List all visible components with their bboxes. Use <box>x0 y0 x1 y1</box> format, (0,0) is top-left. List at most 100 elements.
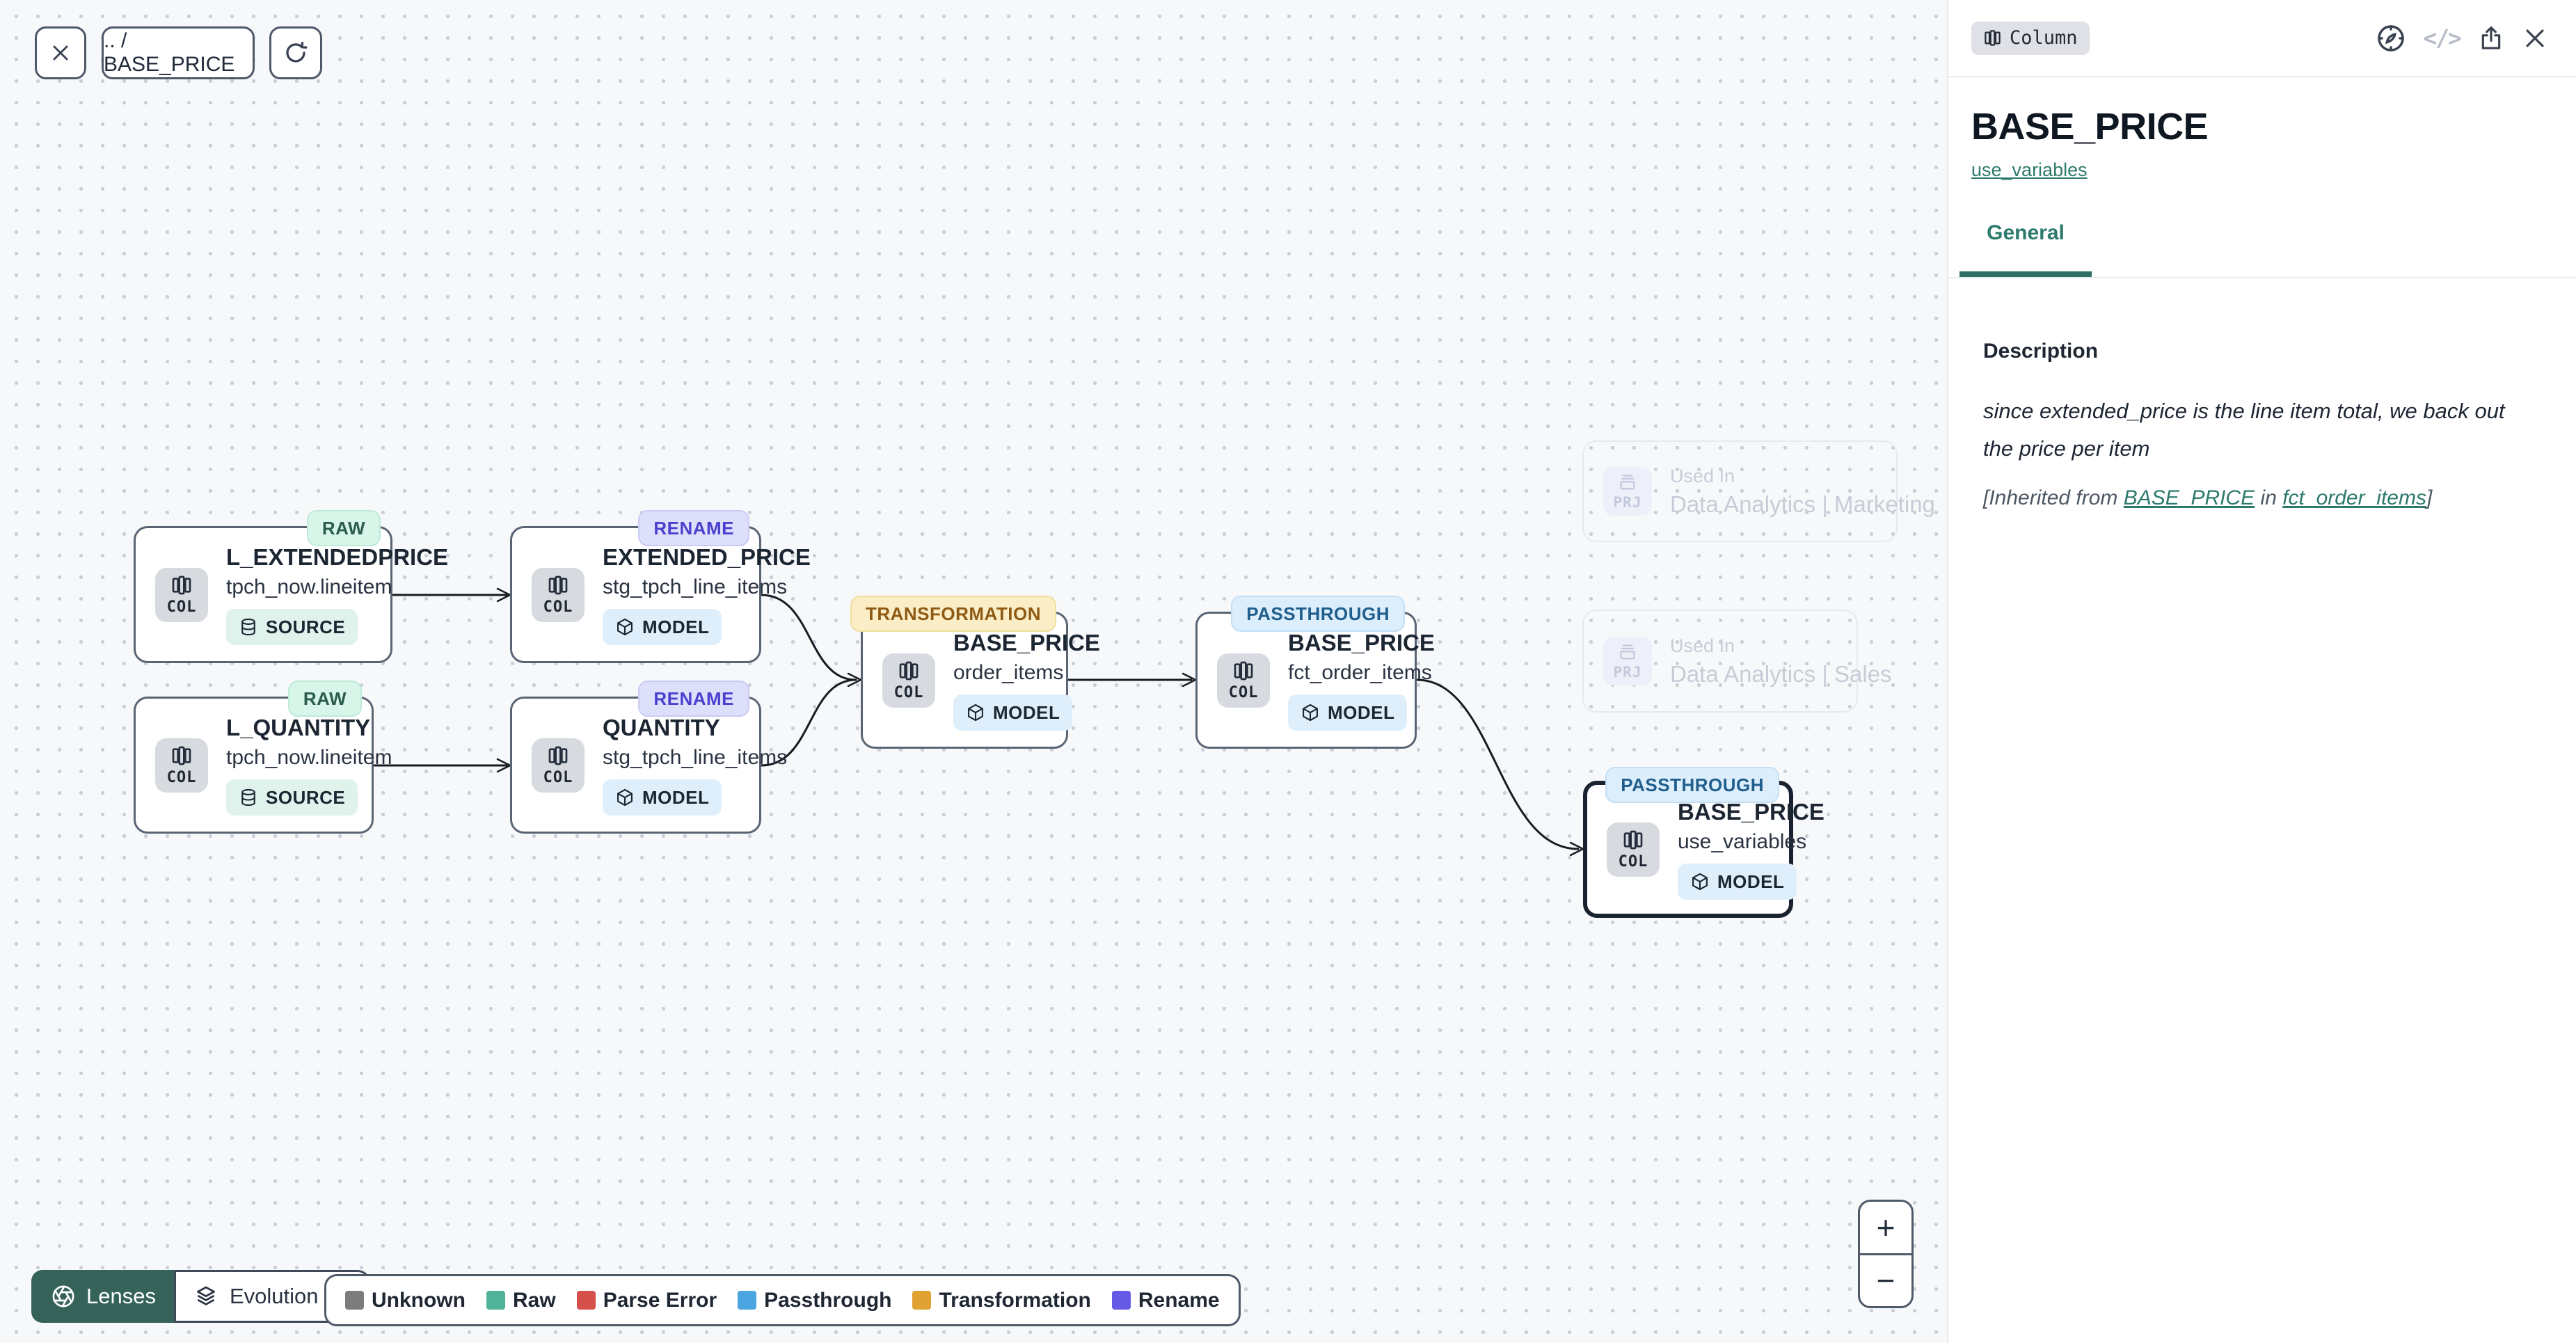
legend-item: Parse Error <box>577 1289 717 1312</box>
close-icon <box>49 41 72 65</box>
zoom-in-button[interactable]: + <box>1860 1202 1911 1255</box>
details-panel: Column </> BASE_PRICE use_variables <box>1947 0 2576 1343</box>
legend-swatch <box>577 1291 596 1310</box>
cube-icon <box>966 703 985 722</box>
column-type-chip: COL <box>532 568 585 622</box>
columns-icon <box>1983 29 2002 47</box>
minus-icon: − <box>1877 1262 1895 1299</box>
node-subtitle: tpch_now.lineitem <box>226 575 392 599</box>
evolution-legend: Unknown Raw Parse Error Passthrough Tran… <box>324 1274 1241 1326</box>
lineage-node-base-price-fct-order-items[interactable]: PASSTHROUGH COL BASE_PRICE fct_order_ite… <box>1195 612 1417 749</box>
legend-swatch <box>486 1291 505 1310</box>
used-in-label: Used In <box>1670 635 1735 657</box>
lineage-node-extended-price[interactable]: RENAME COL EXTENDED_PRICE stg_tpch_line_… <box>510 526 761 663</box>
model-link[interactable]: use_variables <box>1971 159 2088 181</box>
lens-control: Lenses Evolution <box>31 1270 370 1323</box>
close-icon <box>2522 25 2548 51</box>
model-chip: MODEL <box>953 694 1072 731</box>
aperture-icon <box>51 1284 76 1309</box>
legend-item: Raw <box>486 1289 556 1312</box>
legend-item: Passthrough <box>738 1289 891 1312</box>
columns-icon <box>898 660 920 682</box>
lineage-node-quantity[interactable]: RENAME COL QUANTITY stg_tpch_line_items … <box>510 697 761 834</box>
node-title: BASE_PRICE <box>1678 799 1824 825</box>
plus-icon: + <box>1877 1209 1895 1246</box>
lineage-canvas[interactable]: .. / BASE_PRICE RAW COL L_EXTENDEDPRICE … <box>0 0 1947 1343</box>
columns-icon <box>170 745 193 767</box>
legend-swatch <box>1112 1291 1131 1310</box>
source-chip: SOURCE <box>226 779 358 816</box>
lineage-node-base-price-order-items[interactable]: TRANSFORMATION COL BASE_PRICE order_item… <box>861 612 1068 749</box>
node-subtitle: stg_tpch_line_items <box>603 746 787 770</box>
columns-icon <box>547 574 569 596</box>
project-icon <box>1617 642 1638 662</box>
breadcrumb[interactable]: .. / BASE_PRICE <box>102 26 255 79</box>
code-button[interactable]: </> <box>2423 24 2460 51</box>
project-name: Data Analytics | Marketing <box>1670 491 1935 518</box>
lenses-button[interactable]: Lenses <box>31 1270 175 1323</box>
used-in-label: Used In <box>1670 466 1735 487</box>
project-type-chip: PRJ <box>1603 637 1652 685</box>
share-icon <box>2477 24 2505 52</box>
cube-icon <box>1301 703 1320 722</box>
cube-icon <box>1690 872 1710 891</box>
model-chip: MODEL <box>1678 864 1797 900</box>
column-type-chip: COL <box>882 653 935 708</box>
panel-header: Column </> <box>1948 0 2576 77</box>
legend-swatch <box>738 1291 756 1310</box>
ghost-node-used-in-marketing[interactable]: PRJ Used In Data Analytics | Marketing <box>1582 440 1898 542</box>
lenses-label: Lenses <box>86 1284 156 1309</box>
columns-icon <box>547 745 569 767</box>
inherited-column-link[interactable]: BASE_PRICE <box>2124 486 2255 509</box>
panel-actions: </> <box>2376 23 2548 54</box>
ghost-node-used-in-sales[interactable]: PRJ Used In Data Analytics | Sales <box>1582 610 1858 713</box>
node-title: L_EXTENDEDPRICE <box>226 544 448 571</box>
database-icon <box>239 617 258 637</box>
lineage-node-base-price-use-variables[interactable]: PASSTHROUGH COL BASE_PRICE use_variables… <box>1583 781 1793 918</box>
column-type-chip: COL <box>1217 653 1270 708</box>
compass-icon <box>2376 23 2406 54</box>
entity-type-badge: Column <box>1971 22 2090 55</box>
node-subtitle: order_items <box>953 661 1063 685</box>
refresh-button[interactable] <box>269 26 322 79</box>
inherited-model-link[interactable]: fct_order_items <box>2282 486 2426 509</box>
node-title: EXTENDED_PRICE <box>603 544 811 571</box>
column-type-chip: COL <box>1607 823 1660 877</box>
arrowhead <box>1183 674 1195 686</box>
close-panel-button[interactable] <box>2522 25 2548 51</box>
node-subtitle: fct_order_items <box>1288 661 1432 685</box>
lineage-node-l-quantity[interactable]: RAW COL L_QUANTITY tpch_now.lineitem SOU… <box>134 697 374 834</box>
project-type-chip: PRJ <box>1603 467 1652 516</box>
arrowhead <box>848 674 861 686</box>
node-subtitle: use_variables <box>1678 830 1806 854</box>
tab-general[interactable]: General <box>1959 221 2092 277</box>
refresh-icon <box>283 40 308 65</box>
legend-item: Transformation <box>912 1289 1090 1312</box>
code-icon: </> <box>2423 24 2460 51</box>
description-text: since extended_price is the line item to… <box>1983 392 2534 468</box>
legend-swatch <box>345 1291 364 1310</box>
node-title: BASE_PRICE <box>1288 630 1435 656</box>
legend-swatch <box>912 1291 931 1310</box>
project-icon <box>1617 472 1638 493</box>
column-type-chip: COL <box>532 738 585 793</box>
model-chip: MODEL <box>603 609 722 645</box>
legend-item: Rename <box>1112 1289 1220 1312</box>
close-lineage-button[interactable] <box>35 26 86 79</box>
project-name: Data Analytics | Sales <box>1670 661 1892 688</box>
column-type-chip: COL <box>155 568 208 622</box>
columns-icon <box>1232 660 1255 682</box>
layers-icon <box>194 1285 218 1308</box>
share-button[interactable] <box>2477 24 2505 52</box>
model-chip: MODEL <box>1288 694 1407 731</box>
database-icon <box>239 788 258 807</box>
column-type-chip: COL <box>155 738 208 793</box>
node-title: QUANTITY <box>603 715 720 741</box>
lineage-node-l-extendedprice[interactable]: RAW COL L_EXTENDEDPRICE tpch_now.lineite… <box>134 526 392 663</box>
explore-button[interactable] <box>2376 23 2406 54</box>
edge <box>1417 680 1578 849</box>
cube-icon <box>615 617 635 637</box>
panel-body: BASE_PRICE use_variables <box>1948 77 2576 181</box>
zoom-out-button[interactable]: − <box>1860 1255 1911 1307</box>
